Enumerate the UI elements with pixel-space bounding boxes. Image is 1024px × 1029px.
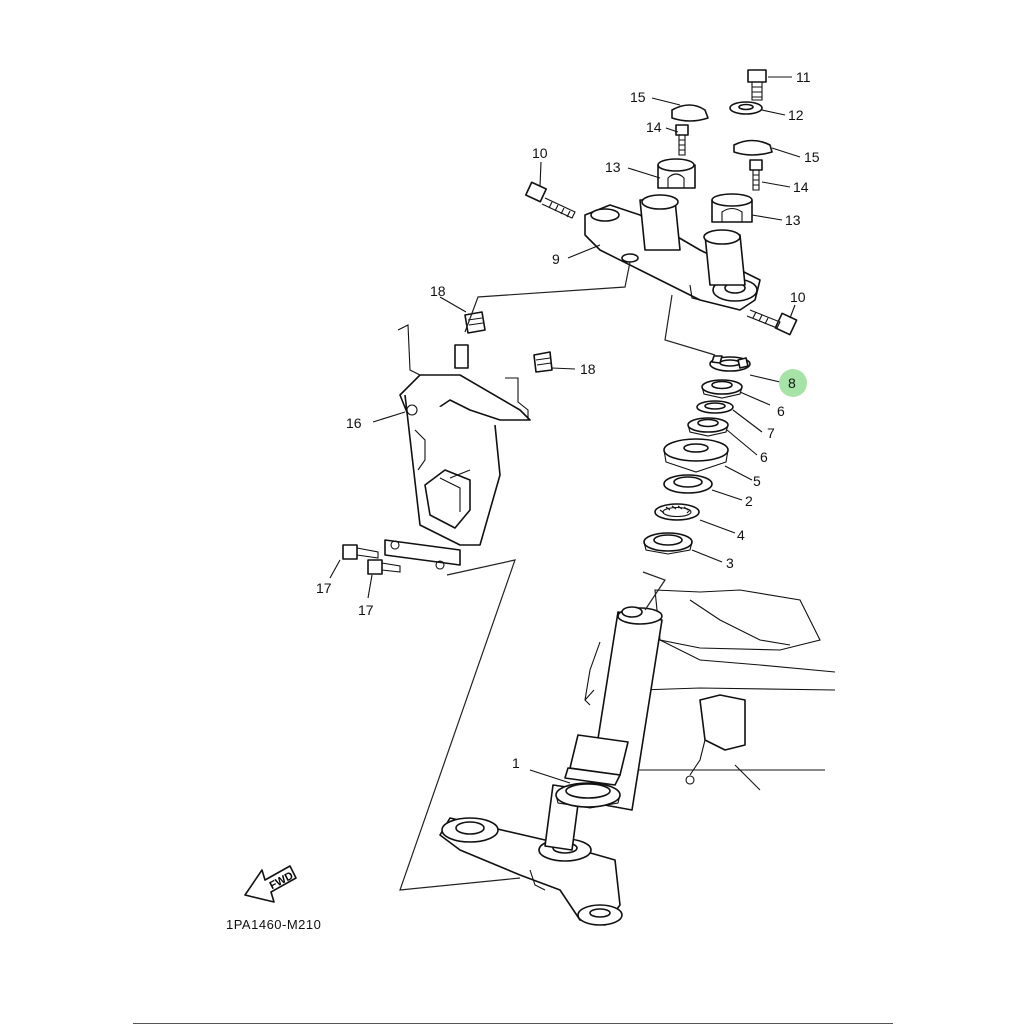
part-9-upper-bracket <box>584 194 761 311</box>
fwd-arrow: FWD <box>244 865 297 903</box>
part-7-washer <box>696 400 734 414</box>
part-18-clip-right <box>533 351 553 373</box>
fwd-label: FWD <box>268 870 296 892</box>
callout-4: 4 <box>737 527 745 543</box>
callout-8: 8 <box>788 375 796 391</box>
frame-assembly <box>625 589 836 791</box>
part-14-bolt-right <box>749 159 763 191</box>
callout-2: 2 <box>745 493 753 509</box>
callout-17-lower: 17 <box>358 602 374 618</box>
part-4-bearing <box>654 503 700 521</box>
callout-7: 7 <box>767 425 775 441</box>
part-17-bolt-lower <box>367 559 401 575</box>
part-13-holder-right <box>711 193 753 223</box>
callout-15-right: 15 <box>804 149 820 165</box>
callout-18-left: 18 <box>430 283 446 299</box>
diagram-code: 1PA1460-M210 <box>226 917 321 932</box>
callout-9: 9 <box>552 251 560 267</box>
part-10-bolt-left <box>524 181 576 219</box>
part-16-bracket <box>384 324 531 570</box>
leader-lines <box>329 76 801 784</box>
part-10-bolt-right <box>746 309 798 336</box>
part-1-bearing <box>555 782 621 809</box>
callout-15-left: 15 <box>630 89 646 105</box>
head-pipe <box>564 606 663 811</box>
callout-10-right: 10 <box>790 289 806 305</box>
part-6-nut-upper <box>701 379 743 399</box>
part-11-bolt <box>747 69 767 101</box>
part-14-bolt-left <box>675 124 689 156</box>
part-15-cap-right <box>733 139 773 156</box>
part-6-nut-lower <box>687 417 729 437</box>
callout-1: 1 <box>512 755 520 771</box>
part-3-race <box>643 532 693 555</box>
callout-labels: 11 12 15 15 14 14 13 13 10 10 9 18 18 16… <box>316 69 820 771</box>
part-13-holder-left <box>657 158 696 189</box>
callout-14-left: 14 <box>646 119 662 135</box>
part-12-washer <box>729 101 763 115</box>
assembly-guide-lines <box>399 261 716 891</box>
callout-16: 16 <box>346 415 362 431</box>
callout-5: 5 <box>753 473 761 489</box>
callout-11: 11 <box>796 69 811 85</box>
lower-bracket <box>439 784 623 926</box>
part-8-lock-washer <box>709 355 751 372</box>
callout-18-right: 18 <box>580 361 596 377</box>
callout-3: 3 <box>726 555 734 571</box>
callout-6-lower: 6 <box>760 449 768 465</box>
callout-13-left: 13 <box>605 159 621 175</box>
part-5-cover <box>663 438 729 473</box>
callout-14-right: 14 <box>793 179 809 195</box>
callout-6-upper: 6 <box>777 403 785 419</box>
callout-10-left: 10 <box>532 145 548 161</box>
part-17-bolt-upper <box>342 544 379 560</box>
part-15-cap-left <box>671 104 709 122</box>
highlight-marker <box>779 369 807 397</box>
callout-17-upper: 17 <box>316 580 332 596</box>
callout-13-right: 13 <box>785 212 801 228</box>
part-2-seal <box>663 474 713 494</box>
callout-12: 12 <box>788 107 804 123</box>
